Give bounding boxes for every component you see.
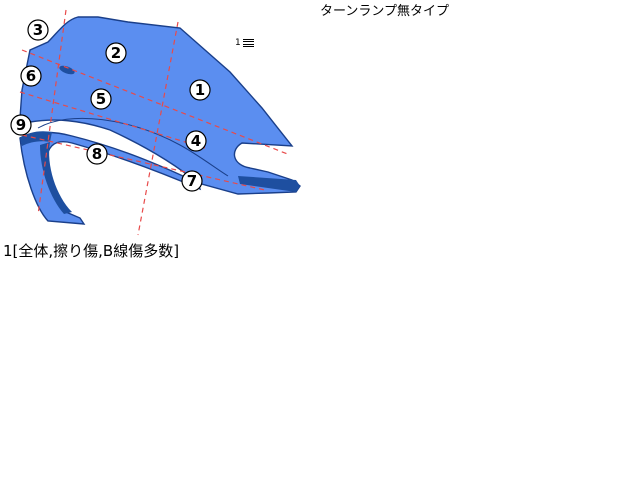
svg-text:1: 1 [195,81,205,99]
svg-text:5: 5 [96,90,106,108]
zone-label-9[interactable]: 9 [10,114,32,136]
edge-strip-inner [40,142,72,214]
zone-label-8[interactable]: 8 [86,143,108,165]
zone-divider-lines [19,9,291,236]
zone-label-5[interactable]: 5 [90,88,112,110]
svg-text:2: 2 [111,44,121,62]
damage-caption: 1[全体,擦り傷,B線傷多数] [3,242,180,260]
fender-lower-flange [19,131,202,225]
svg-text:8: 8 [92,145,102,163]
zone-label-7[interactable]: 7 [181,170,203,192]
list-lines-icon [242,38,254,48]
svg-text:4: 4 [191,132,201,150]
edge-strip-left [20,131,52,146]
zone-label-4[interactable]: 4 [185,130,207,152]
fender-damage-diagram: 1 2 3 4 5 6 7 8 9 [10,9,301,236]
zone-label-1[interactable]: 1 [189,79,211,101]
fender-panel [19,16,301,195]
page-marker[interactable]: 1 [235,38,254,48]
svg-text:6: 6 [26,67,36,85]
svg-text:3: 3 [33,21,43,39]
page-number: 1 [235,38,241,48]
zone-label-2[interactable]: 2 [105,42,127,64]
zone-label-3[interactable]: 3 [27,19,49,41]
svg-text:9: 9 [16,116,26,134]
edge-strip-lower [238,176,300,192]
zone-label-6[interactable]: 6 [20,65,42,87]
body-character-line [37,117,229,177]
svg-text:7: 7 [187,172,197,190]
side-marker-hole [59,65,75,75]
part-type-title: ターンランプ無タイプ [320,4,449,19]
